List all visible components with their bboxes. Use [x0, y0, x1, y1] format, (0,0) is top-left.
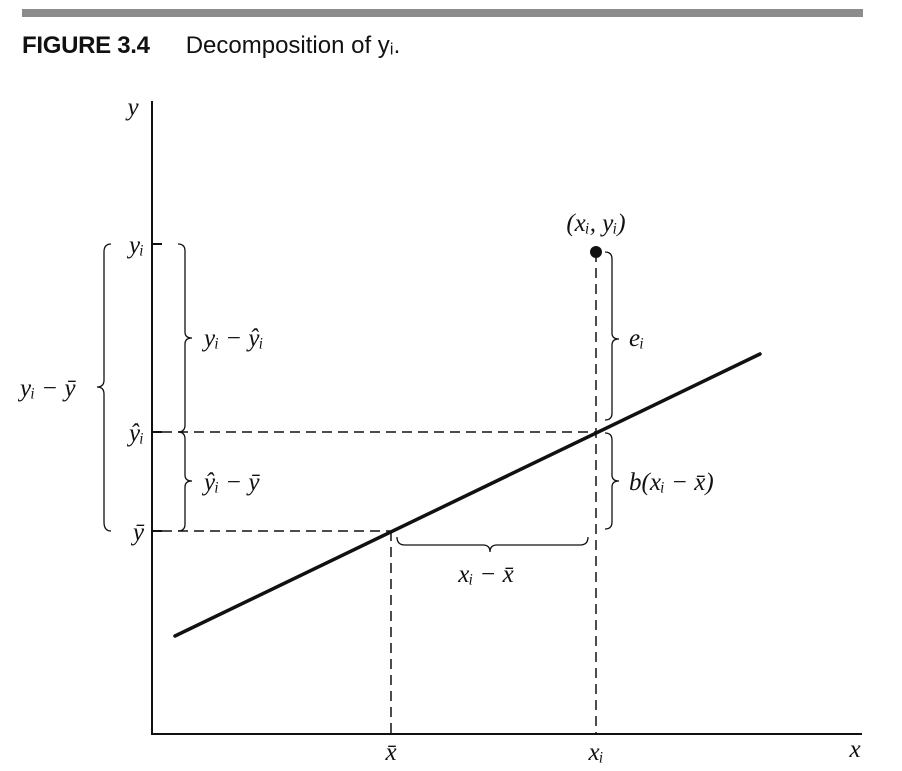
y-axis-label: y [124, 94, 139, 121]
brace-residual-left [177, 243, 193, 433]
brace-residual-right [604, 251, 620, 421]
label-total: yᵢ − ȳ [17, 375, 76, 402]
figure-label: FIGURE 3.4 [22, 32, 150, 59]
y-tick-label-yi: yᵢ [126, 232, 144, 259]
data-point [590, 246, 602, 258]
x-axis-label: x [848, 736, 860, 763]
label-explained-left: ŷᵢ − ȳ [201, 469, 260, 496]
brace-explained-right [604, 432, 620, 530]
label-residual-left: yᵢ − ŷᵢ [201, 325, 263, 352]
label-residual-right: eᵢ [629, 325, 644, 352]
label-explained-right: b(xᵢ − x̄) [629, 469, 714, 496]
y-tick-label-yhat: ŷᵢ [126, 420, 144, 447]
label-x-deviation: xᵢ − x̄ [457, 561, 514, 588]
brace-x-deviation [396, 536, 589, 553]
figure-title: Decomposition of yᵢ. [185, 32, 401, 59]
x-tick-label-xi: xᵢ [587, 739, 603, 766]
regression-line [173, 352, 762, 638]
y-tick-label-ybar: ȳ [130, 519, 145, 546]
x-tick-label-xbar: x̄ [384, 739, 396, 766]
point-label: (xᵢ, yᵢ) [566, 210, 625, 237]
figure-caption: FIGURE 3.4 Decomposition of yᵢ. [22, 32, 400, 60]
brace-explained-left [177, 431, 193, 532]
top-rule [22, 9, 863, 17]
brace-total [96, 243, 112, 532]
